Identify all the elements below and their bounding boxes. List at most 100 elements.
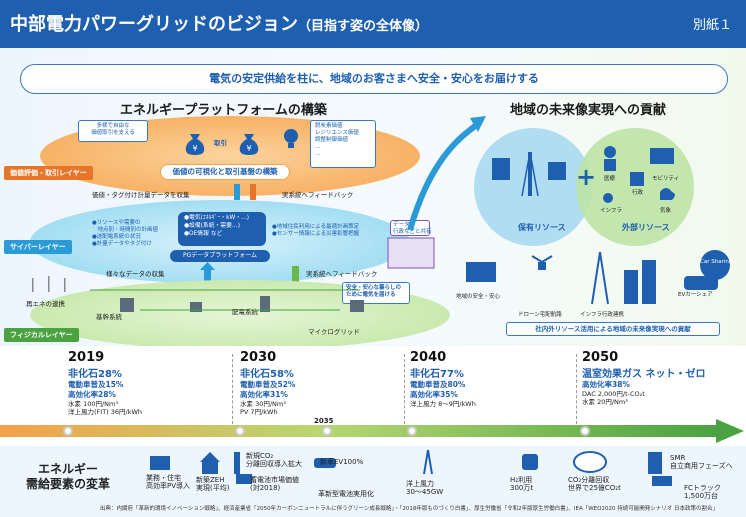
milestone-ev: 電動車普及80%: [410, 380, 466, 389]
header-bar: [0, 0, 746, 48]
demand-item-co2-global: CO₂分離回収 世界で25億CO₂t: [568, 476, 621, 493]
yen-bag-icon: ¥: [185, 134, 205, 155]
owned-resource-circle: [474, 128, 592, 246]
feedback-top-note: 実系統へフィードバック: [282, 191, 354, 199]
cyber-left-list: ●リソースや需要の 地点別・時間別の計画値 ●送配電系統の状況 ●計量データやタ…: [92, 220, 159, 247]
demand-icons: [150, 449, 672, 486]
milestone-2040: 2040 非化石77% 電動車普及80% 高効化率35% 洋上風力 8〜9円/k…: [410, 350, 570, 420]
value-core-label: 価値の可視化と取引基盤の構築: [160, 164, 290, 180]
community-note: 社内外リソース活用による地域の未来像実現への貢献: [506, 322, 720, 336]
milestone-eff: 高効化率35%: [410, 389, 458, 399]
trade-label: 取引: [214, 139, 227, 147]
milestone-year: 2019: [68, 350, 105, 365]
lightbulb-icon: [284, 129, 298, 148]
svg-text:¥: ¥: [246, 144, 251, 153]
milestone-divider: [404, 354, 405, 424]
milestone-wind: 洋上風力(FIT) 36円/kWh: [68, 407, 143, 416]
milestone-eff: 高効化率31%: [240, 389, 288, 399]
ev-carshare-label: EVカーシェア: [678, 292, 713, 298]
ext-item-medical: 医療: [604, 176, 616, 182]
milestone-wind: 洋上風力 8〜9円/kWh: [410, 399, 476, 408]
milestone-dac: DAC 2,000円/t-CO₂t: [582, 389, 645, 398]
demand-item-new-ev: 新車EV100%: [320, 458, 364, 466]
infra-admin-label: インフラ行政連携: [580, 312, 624, 318]
demand-item-offshore-wind: 洋上風力 30〜45GW: [406, 480, 444, 497]
cyber-right-list: ●地域住民利用による最適計画策定 ●センサー情報による災害影響把握: [272, 224, 360, 237]
physical-icons: [32, 276, 364, 312]
demand-background: [0, 446, 746, 517]
milestone-main: 温室効果ガス ネット・ゼロ: [582, 369, 706, 380]
value-layer-label: 価値評価・取引レイヤー: [4, 166, 93, 180]
page-title: 中部電力パワーグリッドのビジョン（目指す姿の全体像）: [10, 14, 429, 35]
ext-item-infra: インフラ: [600, 208, 622, 214]
milestone-ev: 電動車普及15%: [68, 380, 124, 389]
cyber-core-box: ●電気(ｴﾈﾙｷﾞｰ・kW・…) ●設備(系統・需要…) ●OE情報 など: [178, 212, 266, 246]
milestone-background: [0, 346, 746, 426]
source-note: 出典：内閣府「革新的環境イノベーション戦略」、経済産業省「2050年カーボンニュ…: [100, 506, 718, 512]
svg-text:¥: ¥: [192, 144, 197, 153]
platform-title: エネルギープラットフォームの構築: [120, 103, 327, 118]
demand-item-h2: H₂利用 300万t: [510, 476, 534, 493]
timeline-dot-2050: [580, 426, 590, 436]
milestone-year: 2030: [240, 350, 277, 365]
plus-icon: +: [576, 163, 597, 191]
distribution-note: 配電系統: [232, 308, 258, 316]
cyber-layer-label: サイバーレイヤー: [4, 240, 72, 254]
feedback-bottom-note: 実系統へフィードバック: [306, 270, 378, 278]
milestone-h2: 水素 20円/Nm³: [582, 398, 628, 407]
milestone-year: 2040: [410, 350, 447, 365]
milestone-main: 非化石28%: [68, 369, 122, 380]
community-icons: [466, 251, 718, 305]
timeline-dot-2019: [63, 426, 73, 436]
milestone-main: 非化石77%: [410, 369, 464, 380]
timeline-dot-2040: [407, 426, 417, 436]
community-safety-label: 地域の安全・安心: [456, 294, 501, 300]
drone-route-label: ドローン宅配航路: [518, 312, 562, 318]
physical-layer-label: フィジカルレイヤー: [4, 328, 79, 342]
collect-note: 様々なデータの収集: [106, 270, 165, 278]
demand-item-battery-tech: 革新型電池実用化: [318, 490, 374, 498]
safe-supply-box: 安全・安心な暮らしの ために電気を届ける: [342, 282, 410, 304]
owned-resource-label: 保有リソース: [518, 223, 566, 232]
demand-item-smr: SMR 自立商用フェーズへ: [670, 454, 733, 471]
owned-icons: [492, 151, 566, 197]
backbone-grid-note: 基幹系統: [96, 313, 122, 321]
timeline-arrow: [0, 419, 744, 443]
value-needs-box: 多様で自由な 価値取引を支える: [78, 120, 148, 142]
microgrid-note: マイクログリッド: [308, 328, 360, 336]
milestone-main: 非化石58%: [240, 369, 294, 380]
community-title: 地域の未来像実現への貢献: [510, 103, 667, 118]
ext-item-admin: 行政: [632, 190, 644, 196]
demand-title: エネルギー需給要素の変革: [25, 462, 110, 491]
demand-item-pv: 業務・住宅 高効率PV導入: [146, 474, 191, 491]
year-2035-label: 2035: [314, 417, 334, 425]
mission-banner: 電気の安定供給を柱に、地域のお客さまへ安全・安心をお届けする: [20, 64, 728, 94]
demand-item-co2-capture: 新規CO₂ 分離回収導入拡大: [246, 452, 302, 469]
milestone-ev: 電動車普及52%: [240, 380, 296, 389]
layer-arrows: [200, 116, 486, 290]
milestone-eff: 高効化率38%: [582, 380, 630, 389]
data-measure-note: 価値・タグ付け計量データを収集: [92, 191, 190, 199]
ext-item-mobility: モビリティ: [652, 176, 680, 182]
demand-item-zeh: 新築ZEH 実現(平均): [196, 476, 230, 493]
milestone-2050: 2050 温室効果ガス ネット・ゼロ 高効化率38% DAC 2,000円/t-…: [582, 350, 742, 420]
external-icons: [603, 146, 675, 203]
demand-item-fc-truck: FCトラック 1,500万台: [684, 484, 721, 501]
milestone-wind: PV 7円/kWh: [240, 407, 278, 416]
milestone-divider: [232, 354, 233, 424]
page-subtitle: （目指す姿の全体像）: [298, 19, 429, 34]
milestone-2019: 2019 非化石28% 電動車普及15% 高効化率28% 水素 100円/Nm³…: [68, 350, 228, 420]
demand-item-battery: 蓄電池市場価値 (対2018): [250, 476, 299, 493]
milestone-eff: 高効化率28%: [68, 389, 116, 399]
yen-bag-icon-2: ¥: [239, 134, 259, 155]
timeline-dot-2030: [235, 426, 245, 436]
external-resource-label: 外部リソース: [622, 223, 670, 232]
external-resource-circle: [576, 128, 694, 246]
milestone-year: 2050: [582, 350, 619, 365]
milestone-2030: 2030 非化石58% 電動車普及52% 高効化率31% 水素 30円/Nm³ …: [240, 350, 400, 420]
pg-data-platform: PGデータプラットフォーム: [170, 250, 270, 262]
milestone-h2: 水素 100円/Nm³: [68, 399, 118, 408]
renew-link-note: 再エネの連携: [26, 300, 65, 308]
car-sharing-badge: Car Sharing: [700, 250, 732, 280]
value-services-box: 脱炭素価値 レジリエンス価値 調整制御価値 … …: [310, 120, 376, 168]
